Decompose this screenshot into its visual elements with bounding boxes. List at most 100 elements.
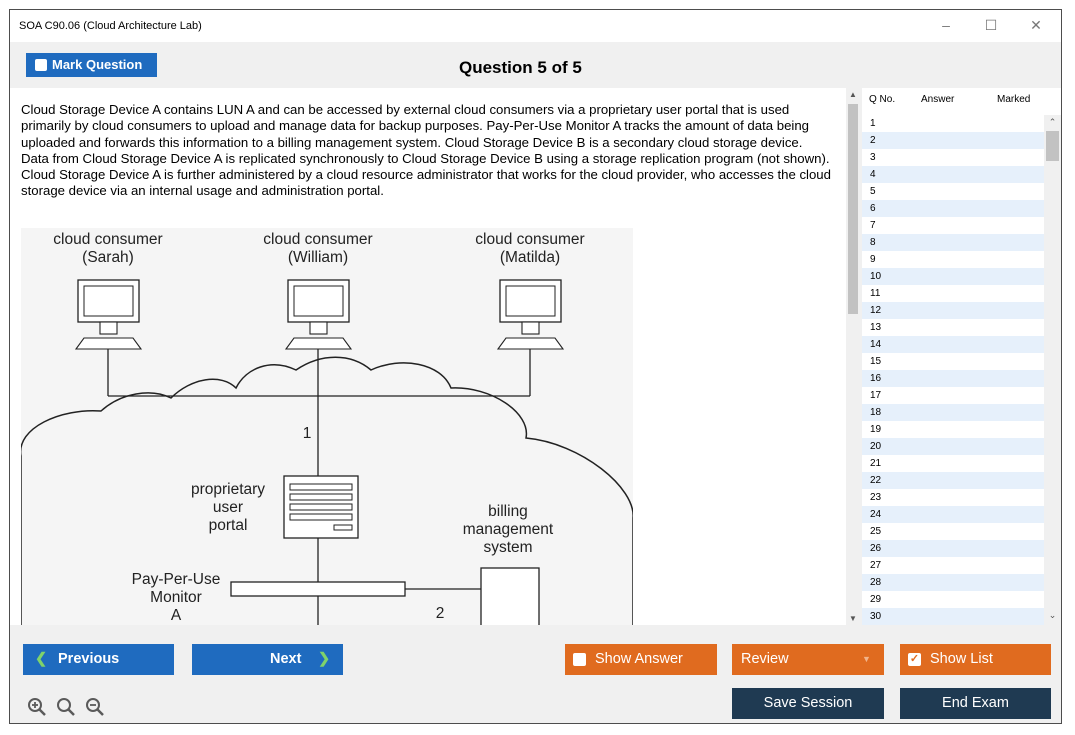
question-list-row[interactable]: 14	[862, 336, 1044, 353]
billing-label-line2: management	[463, 521, 554, 538]
connection-label-1: 1	[303, 425, 312, 442]
question-list-row[interactable]: 22	[862, 472, 1044, 489]
chevron-up-icon[interactable]: ⌃	[1048, 117, 1057, 127]
question-list-row[interactable]: 13	[870, 322, 882, 333]
question-list-row[interactable]: 5	[870, 186, 876, 197]
zoom-reset-icon[interactable]	[56, 697, 76, 717]
footer-bar: ❮ Previous Next ❯ Show Answer Review ▼ ✓…	[10, 625, 1061, 723]
checkbox-checked-icon: ✓	[908, 653, 921, 666]
question-list-row[interactable]: 4	[862, 166, 1044, 183]
cloud-outline	[20, 356, 634, 625]
close-button[interactable]: ✕	[1030, 17, 1042, 33]
content-scroll-thumb[interactable]	[848, 104, 858, 314]
save-session-button[interactable]: Save Session	[732, 688, 884, 719]
next-label: Next	[270, 651, 302, 667]
question-list-row[interactable]: 19	[870, 424, 882, 435]
chevron-left-icon: ❮	[35, 651, 48, 667]
consumer-computer-william	[284, 279, 353, 350]
window-title: SOA C90.06 (Cloud Architecture Lab)	[19, 20, 202, 32]
zoom-out-icon[interactable]	[85, 697, 105, 717]
question-list-row[interactable]: 21	[870, 458, 882, 469]
cloud-architecture-diagram: cloud consumer (Sarah) cloud consumer (W…	[20, 231, 634, 625]
end-exam-button[interactable]: End Exam	[900, 688, 1051, 719]
question-list-row[interactable]: 12	[862, 302, 1044, 319]
consumer-label: cloud consumer	[53, 231, 162, 248]
chevron-down-icon[interactable]: ⌄	[1048, 610, 1057, 620]
next-button[interactable]: Next ❯	[192, 644, 343, 675]
scroll-down-icon[interactable]: ▼	[849, 614, 857, 623]
consumer-computer-matilda	[496, 279, 565, 350]
question-list-scrollbar[interactable]: ⌃ ⌄	[1044, 115, 1061, 625]
show-list-button[interactable]: ✓ Show List	[900, 644, 1051, 675]
proprietary-user-portal-server	[283, 475, 359, 539]
show-answer-button[interactable]: Show Answer	[565, 644, 717, 675]
dropdown-arrow-icon: ▼	[862, 654, 871, 664]
question-title: Question 5 of 5	[459, 58, 582, 77]
app-window: SOA C90.06 (Cloud Architecture Lab) – ☐ …	[9, 9, 1062, 724]
billing-management-system-box	[480, 567, 540, 625]
chevron-right-icon: ❯	[318, 651, 331, 667]
title-bar: SOA C90.06 (Cloud Architecture Lab) – ☐ …	[10, 10, 1061, 42]
portal-label-line1: proprietary	[191, 481, 265, 498]
mark-question-label: Mark Question	[52, 57, 143, 72]
zoom-in-icon[interactable]	[27, 697, 47, 717]
question-list-row[interactable]: 17	[870, 390, 882, 401]
pay-per-use-monitor-bar	[230, 581, 406, 597]
connection-label-2: 2	[436, 605, 445, 622]
consumer-name: (Matilda)	[500, 249, 560, 266]
question-list-row[interactable]: 26	[862, 540, 1044, 557]
monitor-label-line1: Pay-Per-Use	[132, 571, 221, 588]
question-list-row[interactable]: 23	[870, 492, 882, 503]
question-list-row[interactable]: 10	[862, 268, 1044, 285]
consumer-computer-sarah	[74, 279, 143, 350]
question-list-row[interactable]: 20	[862, 438, 1044, 455]
column-header-answer: Answer	[921, 94, 955, 105]
question-list-row[interactable]: 11	[870, 288, 881, 299]
question-list-row[interactable]: 24	[862, 506, 1044, 523]
show-list-label: Show List	[930, 651, 993, 667]
previous-label: Previous	[58, 651, 120, 667]
question-list-row[interactable]: 9	[870, 254, 876, 265]
network-lines	[107, 349, 531, 625]
question-list-row[interactable]: 3	[870, 152, 876, 163]
content-scrollbar[interactable]: ▲ ▼	[846, 88, 860, 625]
question-list-header: Q No. Answer Marked	[862, 88, 1061, 112]
question-list-row[interactable]: 15	[870, 356, 882, 367]
question-content: Cloud Storage Device A contains LUN A an…	[10, 88, 846, 625]
consumer-name: (William)	[288, 249, 348, 266]
question-list-row[interactable]: 18	[862, 404, 1044, 421]
list-scroll-thumb[interactable]	[1046, 131, 1059, 161]
question-list-row[interactable]: 25	[870, 526, 882, 537]
minimize-button[interactable]: –	[942, 17, 950, 33]
question-list-row[interactable]: 28	[862, 574, 1044, 591]
monitor-label-line3: A	[171, 607, 182, 624]
portal-label-line2: user	[213, 499, 243, 516]
question-list-row[interactable]: 1	[870, 118, 876, 129]
previous-button[interactable]: ❮ Previous	[23, 644, 174, 675]
column-header-qno: Q No.	[869, 94, 896, 105]
question-header: Mark Question Question 5 of 5	[10, 42, 1061, 88]
checkbox-icon	[35, 59, 47, 71]
question-list-row[interactable]: 2	[862, 132, 1044, 149]
show-answer-label: Show Answer	[595, 651, 683, 667]
question-list-row[interactable]: 8	[862, 234, 1044, 251]
question-list-row[interactable]: 6	[862, 200, 1044, 217]
question-list-row[interactable]: 27	[870, 560, 882, 571]
review-dropdown[interactable]: Review ▼	[732, 644, 884, 675]
column-header-marked: Marked	[997, 94, 1031, 105]
question-text: Cloud Storage Device A contains LUN A an…	[21, 102, 831, 199]
question-list-row[interactable]: 7	[870, 220, 876, 231]
billing-label-line1: billing	[488, 503, 528, 520]
exhibit-diagram: cloud consumer (Sarah) cloud consumer (W…	[20, 228, 634, 625]
consumer-name: (Sarah)	[82, 249, 134, 266]
maximize-button[interactable]: ☐	[984, 17, 998, 33]
question-list-row[interactable]: 29	[870, 594, 882, 605]
question-list-row[interactable]: 16	[862, 370, 1044, 387]
scroll-up-icon[interactable]: ▲	[849, 90, 857, 99]
question-list-row[interactable]: 30	[862, 608, 1044, 625]
review-label: Review	[741, 651, 789, 667]
mark-question-button[interactable]: Mark Question	[26, 53, 157, 77]
consumer-label: cloud consumer	[263, 231, 372, 248]
